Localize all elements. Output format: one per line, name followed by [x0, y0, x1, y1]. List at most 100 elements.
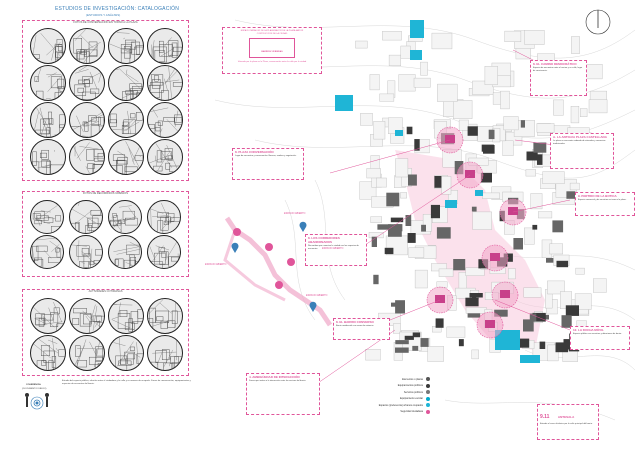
map-block: [542, 171, 565, 185]
map-building: [539, 341, 546, 349]
map-block: [427, 346, 444, 362]
sketch-photo: [147, 65, 183, 101]
map-block: [508, 268, 516, 280]
intro-highlight: BARRIOS VIVIENDAS: [249, 38, 295, 59]
map-building: [546, 258, 554, 263]
sketch-photo: [108, 235, 142, 269]
pin-label-1: ESPACIO ABIERTO: [284, 212, 306, 215]
focal-building: [435, 295, 445, 303]
map-building: [386, 192, 400, 207]
map-building: [532, 224, 538, 230]
map-legend: Elementos o plazas Equipamientos público…: [358, 376, 430, 415]
sketch-photo: [30, 235, 64, 269]
north-arrow-icon: [586, 10, 610, 34]
callout-heading: 8. LOS CORREDORES ABANDONADOS: [308, 236, 340, 244]
callout-heading: 9. PARTIDO DE LA BOTICA: [578, 194, 617, 198]
leader-line: [514, 139, 556, 146]
map-building-school: [495, 330, 520, 350]
map-building: [561, 315, 572, 328]
map-building: [520, 120, 525, 128]
map-building: [407, 233, 416, 243]
callout-corredores: 8. LOS CORREDORES ABANDONADOS Recorridos…: [305, 234, 367, 266]
map-building: [377, 224, 391, 230]
map-building: [469, 293, 483, 298]
map-building: [565, 305, 579, 316]
map-block: [575, 267, 585, 275]
activity-dot: [265, 243, 273, 251]
map-block: [420, 61, 428, 76]
sketch-photo: [69, 139, 105, 175]
sketch-photo: [69, 65, 105, 101]
map-block: [484, 65, 498, 85]
map-building: [533, 142, 547, 153]
callout-heading: 8. EL CAMINO DEMOCRÁTICO: [533, 62, 577, 66]
legend-row: Seguridad ciudadana: [358, 409, 430, 416]
map-block: [536, 123, 555, 133]
leader-line: [512, 199, 571, 213]
callout-text: Barrio residencial con zonas de estancia…: [336, 325, 374, 327]
intro-line-2: CONTRUCCIÓN DE LA CIUDAD: [256, 32, 288, 35]
map-building: [395, 300, 405, 314]
pin-label-2: ESPACIO ABIERTO: [205, 263, 227, 266]
map-building: [373, 274, 379, 285]
map-building: [384, 247, 394, 255]
map-block: [414, 269, 428, 289]
map-building: [406, 126, 413, 135]
photo-panel-1: FOTOS DE CONVERSACIÓN EN TORNO A LA PLAZ…: [22, 20, 189, 181]
map-block: [373, 121, 386, 140]
sketch-photo: [147, 298, 183, 334]
map-building: [556, 260, 569, 268]
map-block: [530, 193, 543, 210]
map-building: [434, 176, 442, 188]
sketch-photo: [108, 298, 144, 334]
map-building: [390, 217, 404, 223]
map-building: [481, 144, 494, 152]
sketch-photo: [69, 28, 105, 64]
intro-line-1: ESPACIO MIRADOR DE LA PLAZA MAYOR DE LA …: [240, 30, 304, 32]
sketch-photo: [108, 65, 144, 101]
map-block: [524, 30, 545, 45]
map-block: [360, 113, 373, 126]
sketch-photo: [147, 28, 183, 64]
map-block: [446, 326, 466, 338]
map-block: [547, 280, 565, 295]
focal-building: [485, 320, 495, 328]
map-building: [552, 220, 564, 233]
map-block: [523, 287, 542, 298]
antesala-number: 9.11: [540, 414, 550, 420]
focal-building: [490, 253, 500, 261]
activity-dot: [287, 258, 295, 266]
map-building: [480, 172, 492, 183]
legend-label: Seguridad ciudadana: [400, 410, 423, 414]
callout-text: Espacio comercial y de servicios en torn…: [578, 199, 627, 201]
callout-plaza-castellana: A. LA ANTIGUA PLAZA CASTELLANA La plaza …: [550, 133, 614, 169]
map-block: [500, 90, 510, 110]
map-building-school: [520, 355, 540, 363]
photo-panel-2: FOTOS DE RECORRIDOS URBANOS: [22, 191, 189, 277]
map-block: [524, 227, 535, 245]
intro-box: ESPACIO MIRADOR DE LA PLAZA MAYOR DE LA …: [222, 27, 322, 74]
map-block: [400, 192, 407, 199]
map-building: [371, 236, 377, 247]
map-building: [391, 302, 398, 307]
legend-row: Espacios (preferencia) urbanos ocupados: [358, 402, 430, 409]
map-building: [435, 318, 444, 328]
map-block: [431, 32, 453, 50]
map-pin-icon: [231, 242, 239, 253]
map-building: [526, 151, 538, 161]
map-building: [388, 224, 402, 237]
bottom-heading-2: (DOCUMENTO DIBUJO): [22, 388, 47, 390]
sketch-photo: [30, 200, 64, 234]
callout-heading: A. LA ANTIGUA PLAZA CASTELLANA: [553, 135, 607, 139]
map-building: [494, 309, 508, 317]
map-block: [382, 31, 402, 41]
map-block: [570, 105, 580, 124]
legend-swatch: [426, 403, 430, 408]
map-block: [458, 119, 469, 131]
map-building: [471, 206, 477, 212]
map-building: [412, 332, 421, 338]
map-block: [376, 177, 387, 188]
map-building: [566, 191, 576, 199]
photo-panel-3: ACTIVIDADES COTIDIANAS: [22, 289, 189, 376]
map-block: [502, 140, 514, 156]
